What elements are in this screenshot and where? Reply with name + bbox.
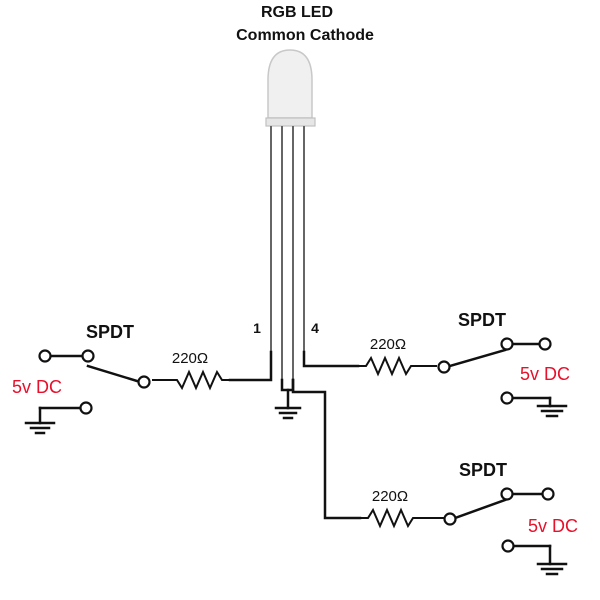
led-ground-symbol [274,378,302,420]
resistor-label-right: 220Ω [370,336,406,353]
led-title-line1: RGB LED [261,4,333,21]
switch-lever-left [86,364,139,383]
pin-label-4: 4 [311,320,319,336]
switch-terminal-ground-right [500,391,514,405]
led-title-line2: Common Cathode [236,27,374,44]
resistor-bottom [360,507,444,529]
supply-label-bottom: 5v DC [528,516,578,536]
switch-circuit-bottom [291,378,568,576]
switch-terminal-throw-bottom [500,487,514,501]
led-dome [267,49,313,119]
spdt-label-right: SPDT [458,310,506,330]
switch-circuit-right [302,337,568,418]
supply-label-right: 5v DC [520,364,570,384]
switch-common-terminal-right [437,360,451,374]
rgb-led [265,49,316,380]
resistor-left [152,369,230,391]
switch-terminal-throw-left [81,349,95,363]
switch-terminal-throw-right [500,337,514,351]
switch-common-terminal-left [137,375,151,389]
switch-terminal-supply-right [538,337,552,351]
resistor-label-left: 220Ω [172,350,208,367]
supply-label-left: 5v DC [12,377,62,397]
switch-common-terminal-bottom [443,512,457,526]
switch-terminal-ground-left [79,401,93,415]
switch-lever-bottom [453,498,507,520]
switch-lever-right [448,348,507,368]
switch-terminal-supply-left [38,349,52,363]
resistor-label-bottom: 220Ω [372,488,408,505]
spdt-label-bottom: SPDT [459,460,507,480]
switch-terminal-supply-bottom [541,487,555,501]
switch-circuit-left [24,349,273,435]
led-flange [265,117,316,127]
switch-terminal-ground-bottom [501,539,515,553]
spdt-label-left: SPDT [86,322,134,342]
pin-label-1: 1 [253,320,261,336]
resistor-right [358,355,437,377]
